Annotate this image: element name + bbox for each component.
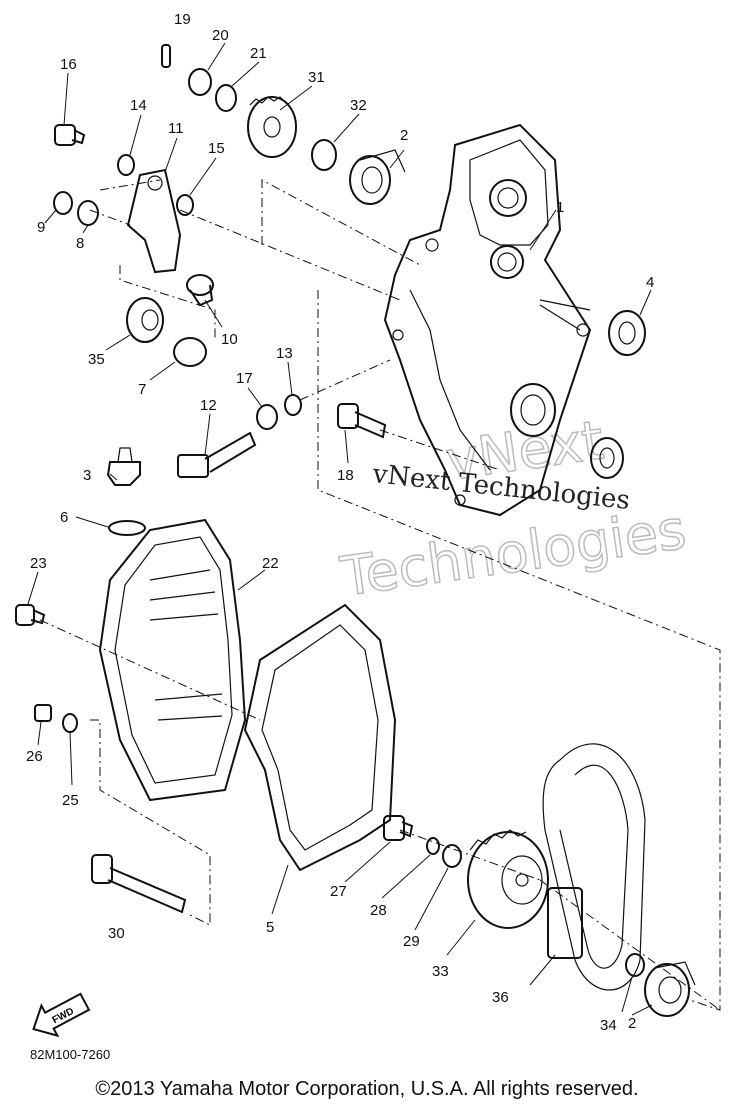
bolt-part-23 [15,604,46,626]
fwd-arrow-icon: FWD [32,992,91,1038]
callout-3: 3 [83,467,91,484]
callout-36: 36 [492,989,509,1006]
washer-part-29 [442,844,462,868]
bolt-part-26 [34,704,52,722]
chain-part-36 [542,743,646,991]
callout-8: 8 [76,235,84,252]
bolt-part-12 [177,431,257,478]
ring-part-6 [108,520,146,536]
callout-33: 33 [432,963,449,980]
callout-12: 12 [200,397,217,414]
callout-labels: 1 2 2 3 4 5 6 7 8 9 10 11 12 13 14 15 16… [26,11,654,1034]
spacer-part-32 [311,139,337,171]
washer-part-34 [625,953,645,977]
assembly-lines [39,179,721,1011]
callout-18: 18 [337,467,354,484]
callout-2-lower: 2 [628,1015,636,1032]
callout-11: 11 [168,120,184,137]
leader-lines [27,42,653,1016]
nut-part-20 [188,68,212,96]
callout-19: 19 [174,11,191,28]
cover-part-22 [98,518,247,802]
plug-part-3 [106,447,141,486]
callout-5: 5 [266,919,274,936]
washer-part-8 [77,200,99,226]
callout-10: 10 [221,331,238,348]
collar-part-7 [173,337,207,367]
seal-lower [590,437,624,479]
callout-25: 25 [62,792,79,809]
callout-26: 26 [26,748,43,765]
callout-2-upper: 2 [400,127,408,144]
callout-15: 15 [208,140,225,157]
housing-part-1 [383,123,592,517]
nut-part-17 [256,404,278,430]
bolt-part-18 [337,403,387,439]
bolt-part-16 [54,124,86,146]
washer-part-13 [284,394,302,416]
callout-9: 9 [37,219,45,236]
callout-27: 27 [330,883,347,900]
callout-14: 14 [130,97,147,114]
callout-7: 7 [138,381,146,398]
washer-part-21 [215,84,237,112]
pin-part-10 [186,274,214,307]
bearing-part-2-lower [644,961,696,1017]
callout-21: 21 [250,45,267,62]
washer-part-25 [62,713,78,733]
callout-22: 22 [262,555,279,572]
washer-part-28 [426,837,440,855]
key-part-19 [161,44,171,68]
callout-30: 30 [108,925,125,942]
ring-part-9 [53,191,73,215]
diagram-code: 82M100-7260 [30,1047,111,1062]
callout-35: 35 [88,351,105,368]
callout-28: 28 [370,902,387,919]
gasket-part-5 [243,603,397,872]
callout-34: 34 [600,1017,617,1034]
callout-17: 17 [236,370,253,387]
bolt-part-27 [383,815,414,841]
washers [53,44,645,977]
bracket-part-11 [126,168,182,274]
sprocket-part-33 [467,829,549,929]
callout-23: 23 [30,555,47,572]
seal-part-4 [608,310,646,356]
bearing-part-2-upper [349,149,406,205]
callout-29: 29 [403,933,420,950]
callout-32: 32 [350,97,367,114]
washer-part-14 [117,154,135,176]
callout-20: 20 [212,27,229,44]
copyright-notice: ©2013 Yamaha Motor Corporation, U.S.A. A… [95,1078,639,1100]
callout-31: 31 [308,69,325,86]
callout-1: 1 [556,199,564,216]
watermark-technologies: Technologies [336,498,689,609]
callout-16: 16 [60,56,77,73]
nut-part-15 [176,194,194,216]
sprocket-part-35 [126,297,164,343]
callout-6: 6 [60,509,68,526]
watermark: Technologies vNext [336,408,691,610]
callout-4: 4 [646,274,654,291]
bolt-part-30 [91,854,187,914]
parts-diagram: Technologies vNext vNext Technologies [15,11,721,1038]
callout-13: 13 [276,345,293,362]
sprocket-part-31 [247,96,297,158]
